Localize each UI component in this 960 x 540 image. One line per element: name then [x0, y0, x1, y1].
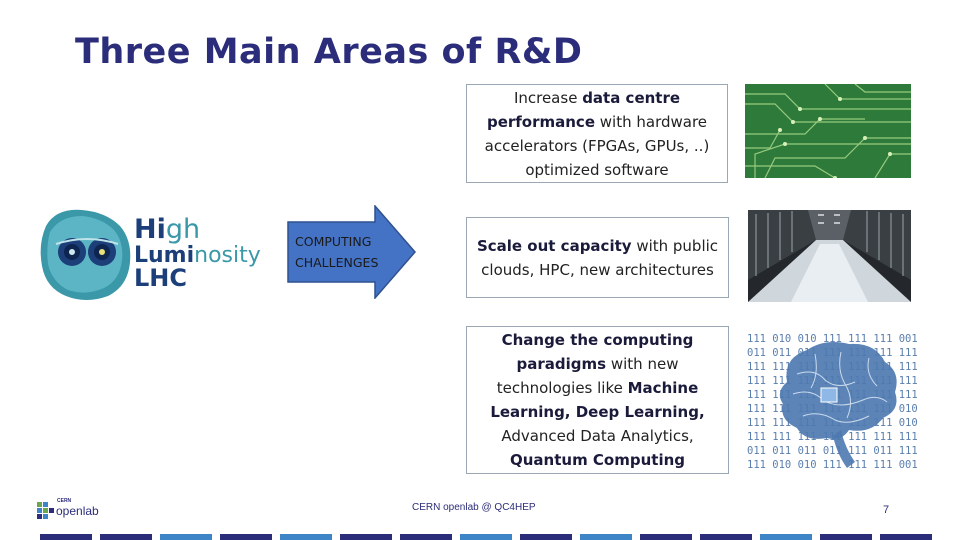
box1-text-2: with hardware accelerators (FPGAs, GPUs,… [484, 112, 710, 179]
logo-line-3: LHC [134, 264, 187, 292]
data-centre-image [748, 210, 911, 302]
brain-icon [779, 342, 897, 468]
arrow-label: COMPUTING CHALLENGES [295, 231, 405, 273]
rd-area-computing-paradigms: Change the computing paradigms with new … [466, 326, 729, 474]
bottom-color-bar [40, 534, 932, 540]
openlab-mark-icon [37, 502, 54, 519]
box2-bold-1: Scale out capacity [476, 236, 632, 255]
computing-challenges-arrow [287, 205, 416, 299]
rd-area-scale-out: Scale out capacity with public clouds, H… [466, 217, 729, 298]
binary-row: 111 010 010 111 111 111 001 [747, 333, 918, 345]
logo-line-2: Luminosity [134, 243, 261, 268]
binary-row: 011 011 011 011 111 011 111 [747, 445, 918, 457]
cern-openlab-logo [36, 499, 106, 523]
arrow-label-line-1: COMPUTING [295, 234, 372, 249]
openlab-small-text: CERN [57, 498, 72, 504]
box3-bold-3: Quantum Computing [509, 451, 686, 469]
box3-text-2: Advanced Data Analytics, [501, 427, 694, 445]
box1-text-1: Increase [513, 88, 583, 107]
logo-line-1: High [134, 214, 200, 245]
box2-text-1: with public clouds, HPC, new architectur… [481, 236, 719, 279]
slide-title: Three Main Areas of R&D [75, 32, 583, 72]
page-number: 7 [883, 504, 890, 516]
arrow-label-line-2: CHALLENGES [295, 255, 379, 270]
hl-lhc-logo: High Luminosity LHC [40, 209, 261, 300]
circuit-board-image [745, 84, 911, 178]
hl-lhc-emblem-icon [40, 209, 131, 300]
openlab-text: openlab [56, 504, 99, 518]
rd-area-data-centre: Increase data centre performance with ha… [466, 84, 728, 183]
box1-bold-1: data centre performance [486, 88, 681, 131]
binary-row: 111 010 010 111 111 111 001 [747, 459, 918, 471]
footer-text: CERN openlab @ QC4HEP [412, 502, 536, 513]
box3-text-1: with new technologies like [496, 355, 679, 397]
box3-bold-1: Change the computing paradigms [501, 331, 694, 373]
box3-bold-2: Machine Learning, Deep Learning, [490, 379, 705, 421]
